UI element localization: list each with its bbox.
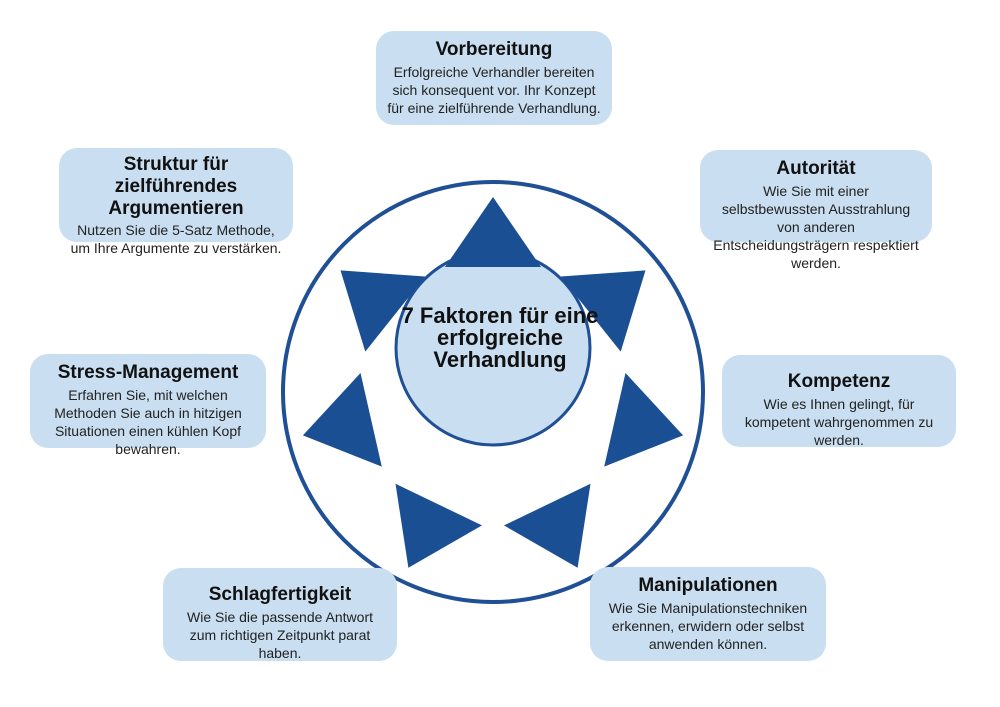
triangle-arrow-1 <box>445 197 541 267</box>
factor-text: Erfolgreiche Verhandler bereiten sich ko… <box>387 64 601 116</box>
factor-box-autoritaet: Autorität Wie Sie mit einer selbstbewuss… <box>700 150 932 271</box>
factor-title: Kompetenz <box>787 371 891 392</box>
factor-title: Schlagfertigkeit <box>208 584 352 605</box>
factor-text: Wie Sie die passende Antwort zum richtig… <box>187 609 373 661</box>
triangle-arrow-2 <box>560 270 646 352</box>
factor-text: Wie es Ihnen gelingt, für kompetent wahr… <box>744 396 934 448</box>
triangle-arrow-5 <box>395 483 482 568</box>
triangle-arrow-6 <box>302 373 382 467</box>
factor-title: Vorbereitung <box>435 39 553 60</box>
triangle-arrow-3 <box>604 373 684 467</box>
factor-box-stress-management: Stress-Management Erfahren Sie, mit welc… <box>30 354 266 457</box>
factor-box-kompetenz: Kompetenz Wie es Ihnen gelingt, für komp… <box>722 355 956 448</box>
factor-text: Wie Sie Manipulationstechniken erkennen,… <box>608 600 808 652</box>
triangle-arrow-7 <box>340 270 426 352</box>
factor-text: Nutzen Sie die 5-Satz Methode, um Ihre A… <box>70 222 282 256</box>
factor-box-struktur: Struktur für zielführendes Argumentieren… <box>59 148 293 256</box>
triangle-arrow-4 <box>504 483 591 568</box>
factor-title: Manipulationen <box>638 575 778 596</box>
factor-box-manipulationen: Manipulationen Wie Sie Manipulationstech… <box>590 567 826 661</box>
factor-title: Struktur für zielführendes Argumentieren <box>108 154 244 219</box>
factor-title: Autorität <box>776 158 856 179</box>
factor-box-schlagfertigkeit: Schlagfertigkeit Wie Sie die passende An… <box>163 568 397 661</box>
triangle-group <box>302 197 684 568</box>
center-title: 7 Faktoren für eine erfolgreiche Verhand… <box>401 303 599 372</box>
factor-title: Stress-Management <box>57 362 239 383</box>
factor-box-vorbereitung: Vorbereitung Erfolgreiche Verhandler ber… <box>376 31 612 125</box>
factor-text: Wie Sie mit einer selbstbewussten Ausstr… <box>713 183 919 271</box>
factor-text: Erfahren Sie, mit welchen Methoden Sie a… <box>54 387 242 457</box>
